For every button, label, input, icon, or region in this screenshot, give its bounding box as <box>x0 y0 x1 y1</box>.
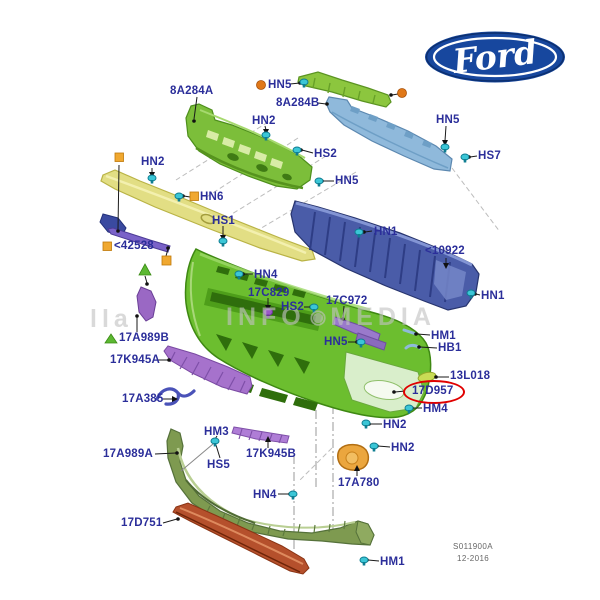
label-HN1-right[interactable]: HN1 <box>481 290 505 302</box>
part-trim-17K945B <box>231 426 290 444</box>
watermark: INFO ◉ MEDIA <box>226 303 436 332</box>
label-HN5-mid[interactable]: HN5 <box>335 175 359 187</box>
part-grille-trim-17K945A <box>163 345 253 395</box>
amber-square-marker <box>114 152 124 162</box>
label-HN1-left[interactable]: HN1 <box>374 226 398 238</box>
label-HN5-top[interactable]: HN5 <box>268 79 292 91</box>
label-HN2-r2[interactable]: HN2 <box>391 442 415 454</box>
marker-triangles <box>104 263 152 344</box>
watermark-word2: MEDIA <box>330 303 436 331</box>
fastener-clips <box>147 78 476 566</box>
part-reinforcement-yellow <box>100 169 316 262</box>
label-HM4[interactable]: HM4 <box>423 403 448 415</box>
label-17A780[interactable]: 17A780 <box>338 477 380 489</box>
amber-square-marker <box>102 241 112 251</box>
green-triangle-marker <box>138 263 152 276</box>
part-absorber-bar-8A284B <box>325 96 453 172</box>
sheet-date: 12-2016 <box>457 554 490 563</box>
part-grille-support-8A284A <box>185 103 313 190</box>
label-HN5-low[interactable]: HN5 <box>324 336 348 348</box>
part-impact-bar-10922 <box>290 200 480 311</box>
watermark-fragment: lla <box>90 305 133 334</box>
part-bracket-17A989B <box>136 286 157 322</box>
label-HN5-topright[interactable]: HN5 <box>436 114 460 126</box>
highlight-ellipse-17D957 <box>403 380 465 404</box>
label-HM1-right[interactable]: HM1 <box>431 330 456 342</box>
label-HS7[interactable]: HS7 <box>478 150 501 162</box>
label-HS5[interactable]: HS5 <box>207 459 230 471</box>
label-HS2-mid[interactable]: HS2 <box>281 301 304 313</box>
part-valance-17A989A <box>166 428 375 546</box>
label-HB1[interactable]: HB1 <box>438 342 462 354</box>
label-17D957-highlighted[interactable]: 17D957 <box>412 385 454 397</box>
label-17K945A[interactable]: 17K945A <box>110 354 160 366</box>
amber-square-marker <box>189 191 199 201</box>
label-17K945B[interactable]: 17K945B <box>246 448 296 460</box>
marker-circles <box>256 80 407 98</box>
label-17A989A[interactable]: 17A989A <box>103 448 153 460</box>
label-8A284A[interactable]: 8A284A <box>170 85 214 97</box>
label-17D751[interactable]: 17D751 <box>121 517 163 529</box>
marker-squares <box>102 152 199 266</box>
label-HM1-bot[interactable]: HM1 <box>380 556 405 568</box>
part-bumper-cover-17D957 <box>184 248 432 419</box>
orange-circle-marker <box>397 88 407 98</box>
clip-17C829 <box>263 308 273 319</box>
label-HS1[interactable]: HS1 <box>212 215 235 227</box>
label-HN2-left[interactable]: HN2 <box>141 156 165 168</box>
watermark-logo-glyph: ◉ <box>309 307 327 328</box>
label-17A989B[interactable]: 17A989B <box>119 332 169 344</box>
sheet-code: S011900A <box>453 542 493 551</box>
label-17A385[interactable]: 17A385 <box>122 393 164 405</box>
watermark-word1: INFO <box>226 303 306 331</box>
part-trim-17C972 <box>332 316 387 351</box>
label-13L018[interactable]: 13L018 <box>450 370 491 382</box>
label-8A284B[interactable]: 8A284B <box>276 97 320 109</box>
label-HN4-mid[interactable]: HN4 <box>254 269 278 281</box>
part-trim-strip-17D751 <box>172 502 310 575</box>
label-HN2-top[interactable]: HN2 <box>252 115 276 127</box>
orange-circle-marker <box>256 80 266 90</box>
label-HN4-bot[interactable]: HN4 <box>253 489 277 501</box>
ford-logo: Ford <box>425 31 565 83</box>
label-17C972[interactable]: 17C972 <box>326 295 368 307</box>
amber-square-marker <box>161 255 172 266</box>
part-hook-17A385 <box>155 387 196 406</box>
label-HN6[interactable]: HN6 <box>200 191 224 203</box>
watermark-text: lla <box>90 305 133 333</box>
label-HS2-top[interactable]: HS2 <box>314 148 337 160</box>
label-HN2-r1[interactable]: HN2 <box>383 419 407 431</box>
label-17C829[interactable]: 17C829 <box>248 287 290 299</box>
part-fog-cover-17A780 <box>337 443 370 471</box>
green-triangle-marker <box>104 333 118 344</box>
part-pin-HM1 <box>402 328 418 336</box>
label-HM3[interactable]: HM3 <box>204 426 229 438</box>
label-10922[interactable]: <10922 <box>425 245 465 257</box>
label-42528[interactable]: <42528 <box>114 240 154 252</box>
